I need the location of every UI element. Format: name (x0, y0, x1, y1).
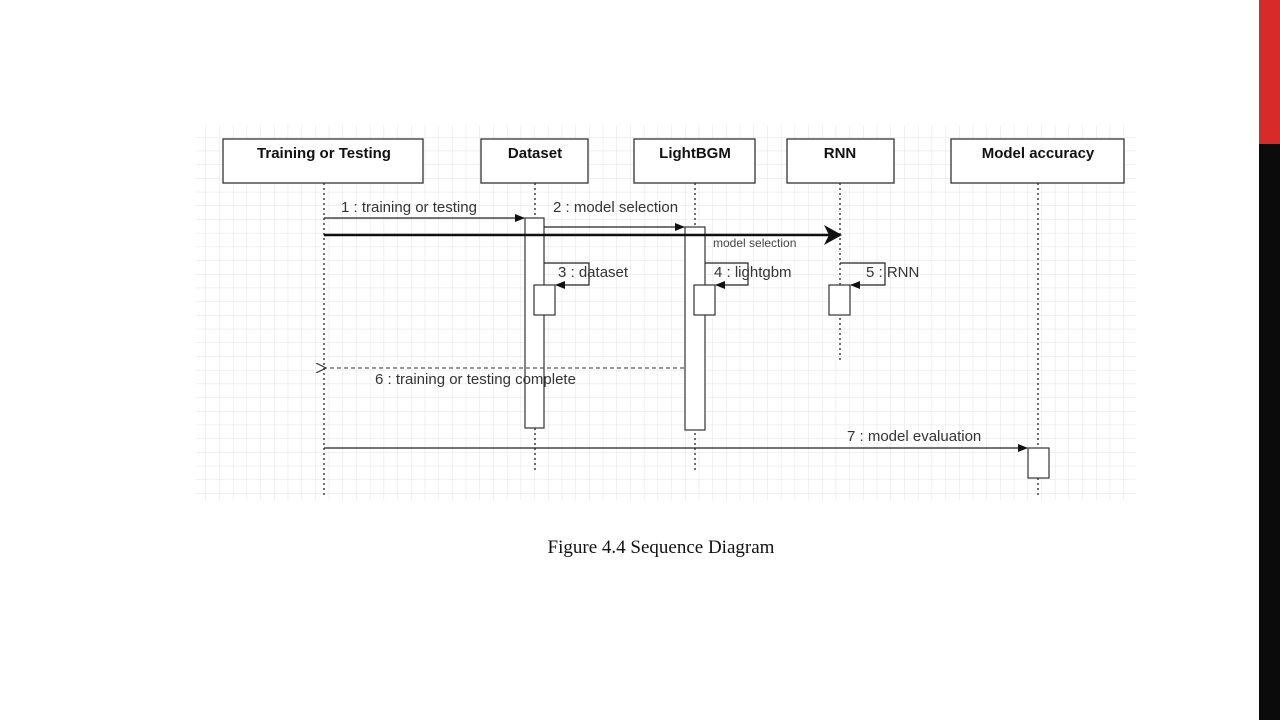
actor-training-label: Training or Testing (257, 145, 391, 162)
actor-accuracy: Model accuracy (950, 138, 1125, 184)
activation-accuracy (1027, 447, 1050, 479)
activation-dataset-self (533, 284, 556, 316)
actor-rnn-label: RNN (824, 145, 857, 162)
model-selection-label: model selection (713, 236, 796, 250)
actor-lightbgm: LightBGM (633, 138, 756, 184)
message-5-arrow (840, 262, 886, 289)
actor-training: Training or Testing (222, 138, 424, 184)
actor-accuracy-label: Model accuracy (982, 145, 1095, 162)
activation-dataset (524, 217, 545, 429)
activation-lightbgm-self (693, 284, 716, 316)
message-4-label: 4 : lightgbm (714, 264, 792, 281)
figure-caption: Figure 4.4 Sequence Diagram (547, 537, 775, 558)
message-4-arrow (705, 262, 749, 289)
side-accent-red (1259, 0, 1280, 144)
message-6-label: 6 : training or testing complete (375, 371, 576, 388)
actor-rnn: RNN (786, 138, 895, 184)
message-1-label: 1 : training or testing (341, 199, 477, 216)
message-2-label: 2 : model selection (553, 199, 678, 216)
message-5-label: 5 : RNN (866, 264, 919, 281)
activation-rnn-self (828, 284, 851, 316)
side-accent-black (1259, 144, 1280, 720)
actor-dataset-label: Dataset (508, 145, 562, 162)
message-7-label: 7 : model evaluation (847, 428, 981, 445)
activation-lightbgm (684, 226, 706, 431)
actor-lightbgm-label: LightBGM (659, 145, 731, 162)
actor-dataset: Dataset (480, 138, 589, 184)
grid-background (196, 125, 1136, 500)
message-3-label: 3 : dataset (558, 264, 629, 281)
message-3-arrow (544, 262, 590, 289)
